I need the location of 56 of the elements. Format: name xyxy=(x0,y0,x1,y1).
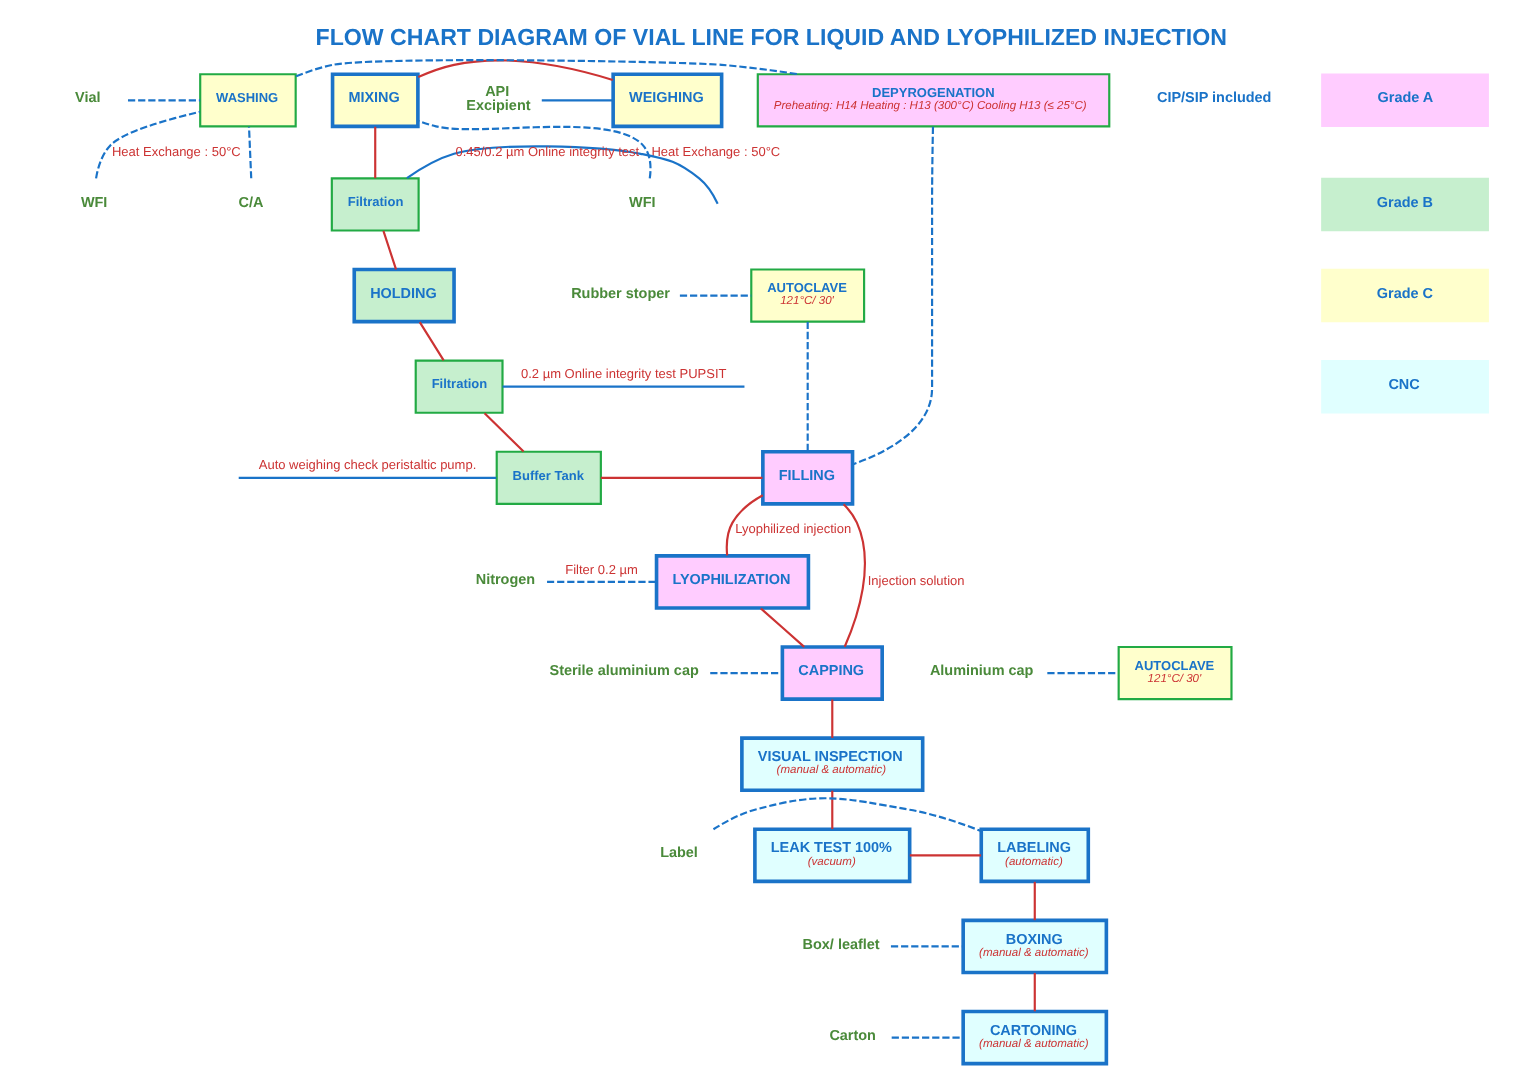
node-box: HOLDING xyxy=(351,267,455,324)
connector xyxy=(482,412,524,453)
node-text: API Excipient xyxy=(465,81,530,115)
connector xyxy=(540,99,612,102)
connector xyxy=(237,476,496,479)
legend-label: Grade B xyxy=(1375,192,1433,211)
legend-label: Grade A xyxy=(1376,88,1433,107)
node-text: C/A xyxy=(237,192,263,211)
label: CIP/SIP included xyxy=(1155,88,1271,107)
diagram-title: FLOW CHART DIAGRAM OF VIAL LINE FOR LIQUID AND LYOPHILIZED INJECTION xyxy=(314,27,1226,52)
node-text: Box/ leaflet xyxy=(801,934,879,953)
connector xyxy=(851,126,934,466)
connector xyxy=(501,385,744,388)
connector xyxy=(709,672,782,675)
connector xyxy=(546,580,656,584)
connector xyxy=(908,854,981,857)
node-text: Label xyxy=(659,843,697,862)
connector xyxy=(246,126,252,179)
node-text: WFI xyxy=(628,192,655,211)
legend-label: Grade C xyxy=(1375,283,1433,302)
node-text: Aluminium cap xyxy=(928,661,1033,680)
connector xyxy=(759,607,804,648)
connector xyxy=(724,494,763,556)
node-text: Carton xyxy=(828,1025,875,1044)
connector xyxy=(416,59,613,81)
connector xyxy=(711,797,981,833)
connector xyxy=(294,59,798,78)
node-box: MIXING xyxy=(329,72,419,129)
legend-label: CNC xyxy=(1387,374,1419,393)
node-box: FILLING xyxy=(760,449,854,506)
connector xyxy=(1046,672,1118,675)
connector xyxy=(830,699,833,738)
connector xyxy=(373,126,376,179)
node-text: WFI xyxy=(79,192,107,211)
node-text: Rubber stoper xyxy=(570,283,669,302)
connector xyxy=(841,503,865,648)
connector xyxy=(405,145,718,205)
connector xyxy=(890,1036,962,1039)
connector xyxy=(94,110,200,179)
node-text: Vial xyxy=(74,88,100,107)
connector xyxy=(381,230,397,270)
connector xyxy=(1032,881,1035,921)
connector xyxy=(127,99,200,102)
connector xyxy=(830,790,833,830)
connector xyxy=(805,321,808,452)
node-box: LYOPHILIZATION xyxy=(653,554,810,610)
connector xyxy=(1032,972,1035,1012)
node-text: Sterile aluminium cap xyxy=(548,661,698,680)
connector xyxy=(889,945,962,948)
connector xyxy=(417,120,651,179)
connector xyxy=(678,294,751,297)
node-text: Nitrogen xyxy=(474,570,535,589)
node-box: WEIGHING xyxy=(610,72,723,129)
connector xyxy=(417,321,444,361)
node-box: CAPPING xyxy=(779,645,883,701)
connector xyxy=(599,476,762,479)
